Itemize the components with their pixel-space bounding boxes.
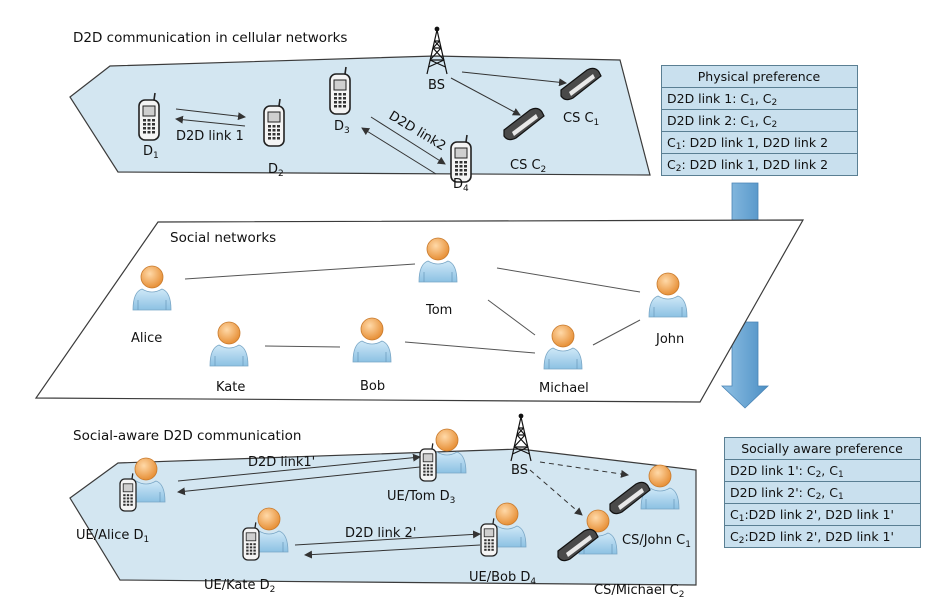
link2p-arrow-forward: [294, 530, 481, 546]
social-plane: [34, 219, 805, 403]
bs-to-c2-arrow: [450, 77, 521, 116]
link1-arrow-back: [175, 115, 246, 127]
social-preference-table: Socially aware preference D2D link 1': C…: [724, 437, 921, 548]
alice-phone-icon: [119, 472, 137, 512]
d4-label: D4: [453, 177, 469, 194]
michael-cs-label: CS/Michael C2: [594, 583, 684, 600]
tom-phone-icon: [419, 442, 437, 482]
bs-to-michael-dashed-arrow: [529, 469, 583, 516]
top-panel-title: D2D communication in cellular networks: [73, 30, 347, 46]
bs-to-c1-arrow: [461, 71, 567, 87]
bs-label-bottom: BS: [511, 463, 528, 478]
link2-arrow-forward: [370, 116, 446, 165]
physical-preference-row: C2: D2D link 1, D2D link 2: [662, 153, 857, 175]
john-cs-label: CS/John C1: [622, 533, 691, 550]
d1-label: D1: [143, 144, 159, 161]
phone-d2-icon: [263, 98, 285, 147]
link2-arrow-back: [361, 127, 437, 175]
social-preference-row: D2D link 2': C2, C1: [725, 481, 920, 503]
bob-name: Bob: [360, 379, 385, 394]
link1p-arrow-back: [177, 466, 421, 496]
link1p-label: D2D link1': [248, 455, 315, 470]
link1p-arrow-forward: [177, 453, 421, 482]
michael-name: Michael: [539, 381, 589, 396]
kate-phone-icon: [242, 521, 260, 561]
social-panel-title: Social networks: [170, 230, 276, 246]
bob-ue-label: UE/Bob D4: [469, 570, 536, 587]
alice-name: Alice: [131, 331, 162, 346]
d2-label: D2: [268, 162, 284, 179]
d3-label: D3: [334, 119, 350, 136]
social-d2d-plane: [69, 448, 697, 586]
social-preference-header: Socially aware preference: [741, 441, 903, 456]
social-preference-row: D2D link 1': C2, C1: [725, 459, 920, 481]
link1-label: D2D link 1: [176, 129, 244, 144]
phone-d3-icon: [329, 66, 351, 115]
physical-preference-row: D2D link 2: C1, C2: [662, 109, 857, 131]
kate-ue-label: UE/Kate D2: [204, 578, 275, 595]
cs-c1-label: CS C1: [563, 111, 599, 128]
physical-preference-row: C1: D2D link 1, D2D link 2: [662, 131, 857, 153]
physical-preference-row: D2D link 1: C1, C2: [662, 87, 857, 109]
bs-label-top: BS: [428, 78, 445, 93]
social-edges: [184, 263, 641, 354]
social-preference-row: C2:D2D link 2', D2D link 1': [725, 525, 920, 547]
kate-name: Kate: [216, 380, 245, 395]
bottom-panel-title: Social-aware D2D communication: [73, 428, 301, 444]
bob-phone-icon: [480, 517, 498, 557]
john-name: John: [655, 332, 684, 347]
bs-to-john-dashed-arrow: [539, 461, 629, 478]
top-plane: [69, 55, 651, 176]
alice-ue-label: UE/Alice D1: [76, 528, 149, 545]
social-preference-row: C1:D2D link 2', D2D link 1': [725, 503, 920, 525]
phone-d1-icon: [138, 92, 160, 141]
physical-preference-header: Physical preference: [697, 69, 821, 84]
link2p-label: D2D link 2': [345, 526, 416, 541]
tom-name: Tom: [425, 303, 452, 318]
physical-preference-table: Physical preference D2D link 1: C1, C2 D…: [661, 65, 858, 176]
link1-arrow-forward: [175, 108, 246, 121]
link2p-arrow-back: [304, 544, 481, 559]
phone-d4-icon: [450, 134, 472, 183]
tom-ue-label: UE/Tom D3: [387, 489, 455, 506]
cs-c2-label: CS C2: [510, 158, 546, 175]
